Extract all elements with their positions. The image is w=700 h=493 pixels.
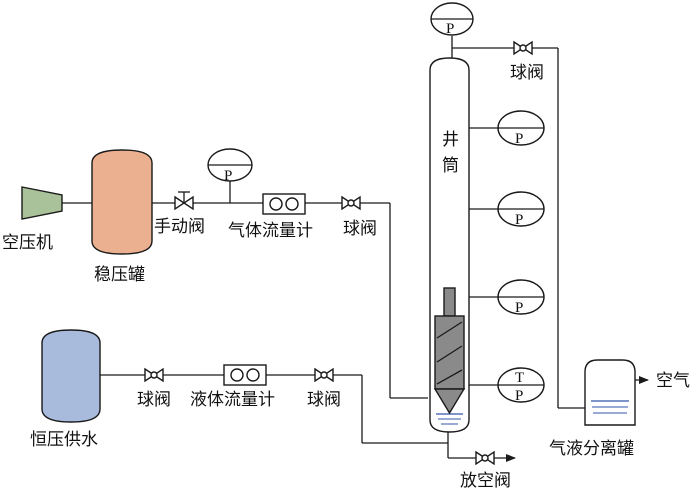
drain-valve	[475, 450, 495, 466]
gauge-p-symbol: P	[515, 300, 523, 316]
liquid-ball-valve-2-label: 球阀	[307, 390, 341, 410]
gas-ball-valve	[341, 195, 361, 211]
manual-valve-label: 手动阀	[154, 217, 205, 237]
air-outlet-label: 空气	[656, 371, 690, 391]
top-pressure-gauge: P	[430, 2, 474, 37]
compressor-symbol	[21, 186, 63, 220]
compressor-label: 空压机	[2, 233, 53, 253]
gas-flowmeter	[262, 193, 306, 215]
drain-valve-label: 放空阀	[460, 471, 511, 491]
gas-pressure-gauge: P	[207, 148, 253, 184]
wellbore-tp-gauge: T P	[497, 367, 545, 404]
gauge-p-symbol: P	[515, 131, 523, 147]
liquid-flowmeter	[223, 364, 267, 386]
wellbore-pressure-gauge-1: P	[497, 110, 545, 147]
water-tank	[41, 329, 101, 423]
wellbore-label-2: 筒	[442, 156, 459, 176]
wellbore-pressure-gauge-2: P	[497, 191, 545, 228]
downhole-tool	[433, 287, 466, 415]
top-ball-valve-label: 球阀	[510, 63, 544, 83]
gauge-p-symbol: P	[515, 388, 523, 404]
wellbore-label-1: 井	[442, 130, 459, 150]
gauge-t-symbol: T	[515, 370, 524, 386]
separator-label: 气液分离罐	[549, 439, 634, 459]
water-tank-label: 恒压供水	[30, 430, 98, 450]
gauge-p-symbol: P	[515, 212, 523, 228]
wellbore-pressure-gauge-3: P	[497, 279, 545, 316]
separator-tank	[584, 359, 636, 426]
top-ball-valve	[513, 40, 533, 56]
stabilizer-tank-label: 稳压罐	[94, 265, 145, 285]
liquid-ball-valve-1	[144, 367, 164, 383]
liquid-ball-valve-1-label: 球阀	[137, 390, 171, 410]
gas-flowmeter-label: 气体流量计	[228, 221, 313, 241]
stabilizer-tank	[91, 149, 153, 255]
manual-valve	[174, 191, 194, 211]
gas-ball-valve-label: 球阀	[343, 219, 377, 239]
gauge-p-symbol: P	[224, 168, 232, 184]
gauge-p-symbol: P	[446, 21, 454, 37]
liquid-flowmeter-label: 液体流量计	[190, 390, 275, 410]
liquid-ball-valve-2	[314, 367, 334, 383]
